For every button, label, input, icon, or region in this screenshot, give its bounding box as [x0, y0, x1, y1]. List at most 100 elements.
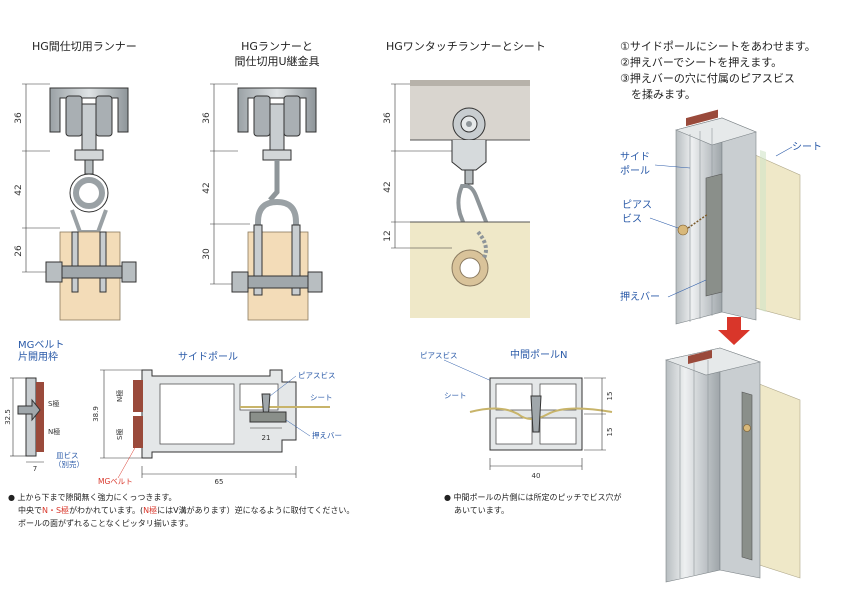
onetouch-dim-12: 12 [383, 230, 393, 241]
side-pole-n-label: N極 [115, 390, 124, 402]
side-pole-bar-label: 押えバー [312, 430, 342, 440]
runner-fitting-left [71, 231, 79, 293]
runner-u-bolt-head [231, 271, 249, 293]
iso-press-bar [705, 173, 723, 297]
runner-dim-36: 36 [14, 112, 24, 124]
runner-ring [73, 177, 105, 209]
runner-u-hook [268, 160, 280, 202]
runner-title: HG間仕切用ランナー [32, 40, 137, 53]
iso-mg-belt-assembled [688, 350, 712, 364]
runner-u-dim-42: 42 [202, 182, 212, 193]
runner-wheel-left [65, 95, 83, 137]
runner-u-nut [307, 271, 323, 293]
iso-view-bottom [664, 347, 801, 583]
screw-label-2: （別売） [54, 459, 84, 469]
side-pole-s-label: S極 [115, 429, 124, 440]
side-pole-section-title: サイドポール [178, 351, 238, 363]
mg-belt-left [36, 382, 44, 452]
iso-label-side-pole-2: ポール [620, 165, 650, 177]
onetouch-dim-42: 42 [383, 181, 393, 192]
runner-u-dim-30: 30 [202, 248, 212, 260]
iso-label-pierce-1: ピアス [622, 199, 652, 211]
iso-side-pole-assembled [665, 347, 721, 583]
runner-u-fitting [255, 198, 299, 292]
middle-pierce-screw [530, 395, 542, 433]
dim-7: 7 [33, 465, 37, 473]
runner-u-bolt [247, 275, 309, 289]
runner-nut [121, 261, 137, 283]
middle-pole-title: 中間ポールN [510, 348, 567, 361]
runner-dim-42: 42 [14, 184, 24, 195]
runner-fitting-right [99, 231, 107, 293]
note-mid-1: ● 中間ポールの片側には所定のピッチでビス穴が [444, 492, 622, 502]
runner-u-title-line1: HGランナーと [241, 40, 313, 53]
runner-neck [84, 159, 94, 175]
runner-body [81, 103, 97, 151]
note-mid-2: あいています。 [454, 506, 509, 515]
dim-65: 65 [215, 478, 224, 486]
step-2: ②押えバーでシートを押えます。 [620, 55, 782, 69]
mg-belt-title-2: 片開用枠 [18, 350, 58, 363]
assembly-steps: ①サイドポールにシートをあわせます。 ②押えバーでシートを押えます。 ③押えバー… [620, 40, 816, 101]
dim-15-bottom: 15 [606, 428, 614, 437]
iso-mg-belt [686, 109, 718, 127]
section-middle: ピアスビス 中間ポールN シート 15 15 40 [420, 348, 614, 480]
down-arrow-icon [718, 317, 750, 345]
middle-sheet-label: シート [444, 391, 467, 400]
section-left: MGベルト 片開用枠 S極 N極 32.5 7 皿ビス （別売） サイドポール … [4, 339, 342, 486]
runner-bolt-head [45, 261, 63, 283]
runner-u-wheel-right [283, 95, 301, 137]
mg-n-pole-label: N極 [48, 427, 60, 436]
side-pole-pierce-label: ピアスビス [298, 371, 336, 380]
iso-label-bar: 押えバー [620, 290, 660, 303]
mg-s-pole-label: S極 [48, 399, 59, 408]
onetouch-title: HGワンタッチランナーとシート [386, 40, 546, 53]
side-pole-belt-s [133, 416, 143, 448]
runner-u-wheel-left [253, 95, 271, 137]
iso-label-pierce-2: ビス [622, 213, 642, 225]
iso-view-top: サイド ポール シート ピアス ビス 押えバー [620, 109, 822, 325]
dim-32-5: 32.5 [4, 409, 12, 425]
side-pole-bar [249, 411, 287, 423]
step-3: ③押えバーの穴に付属のピアスビス [620, 71, 795, 85]
side-pole-belt-n [133, 380, 143, 412]
mg-belt-red-label: MGベルト [98, 477, 133, 486]
runner-u-title-line2: 間仕切用U継金具 [234, 54, 319, 68]
middle-pierce-label: ピアスビス [420, 351, 458, 360]
runner-u-hanger-plate [262, 149, 292, 161]
side-pole-sheet-label: シート [310, 393, 333, 402]
runner-u-rail [237, 87, 317, 133]
runner-u-dim-36: 36 [202, 112, 212, 124]
notes-middle: ● 中間ポールの片側には所定のピッチでビス穴が あいています。 [444, 492, 622, 515]
mg-belt-title-1: MGベルト [18, 339, 64, 351]
mg-screw [17, 398, 41, 422]
iso-pierce-screw [677, 224, 689, 236]
runner-bolt-shaft [61, 265, 123, 279]
dim-38-9: 38.9 [92, 406, 100, 422]
dim-21: 21 [262, 434, 271, 442]
step-3-cont: を揉みます。 [620, 87, 696, 101]
runner-link [70, 209, 108, 234]
note-left-2: 中央でN・S極がわかれています。(N極にはV溝があります）逆になるように取付てく… [18, 505, 354, 515]
runner-hanger-plate [74, 149, 104, 161]
iso-screw-installed [743, 424, 751, 432]
onetouch-diagram: HGワンタッチランナーとシート 36 42 12 [383, 40, 546, 318]
runner-u-diagram: HGランナーと 間仕切用U継金具 36 42 30 [202, 40, 323, 321]
iso-label-side-pole-1: サイド [620, 151, 650, 163]
notes-left: ● 上から下まで隙間無く強力にくっつきます。 中央でN・S極がわかれています。(… [8, 492, 354, 528]
onetouch-dim-36: 36 [383, 112, 393, 124]
iso-label-sheet: シート [792, 142, 822, 153]
screw-label-1: 皿ビス [56, 451, 79, 460]
runner-diagram: HG間仕切用ランナー 36 42 26 [14, 40, 137, 321]
runner-rail [49, 87, 129, 133]
runner-ring-outer [69, 173, 109, 213]
onetouch-bracket [451, 140, 487, 171]
step-1: ①サイドポールにシートをあわせます。 [620, 40, 816, 53]
dim-15-top: 15 [606, 392, 614, 401]
note-left-3: ポールの面がずれることなくピッタリ揃います。 [18, 518, 193, 528]
dim-40: 40 [532, 472, 541, 480]
runner-dim-26: 26 [14, 245, 24, 257]
note-left-1: ● 上から下まで隙間無く強力にくっつきます。 [8, 492, 177, 502]
